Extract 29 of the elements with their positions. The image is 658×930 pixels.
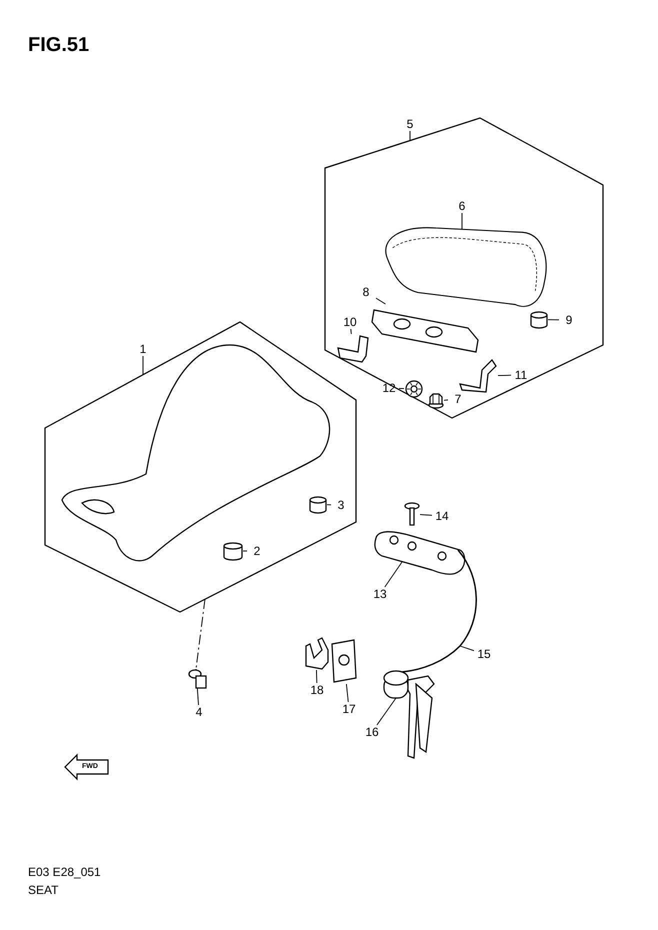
callout-number: 17 <box>339 702 359 716</box>
leader-line <box>316 670 318 684</box>
leader-line <box>460 646 474 652</box>
bolt-drawing <box>188 668 208 690</box>
leader-line <box>142 356 144 376</box>
callout-number: 15 <box>474 647 494 661</box>
leader-line <box>376 698 396 726</box>
callout-number: 1 <box>133 342 153 356</box>
callout-number: 13 <box>370 587 390 601</box>
callout-number: 4 <box>189 705 209 719</box>
callout-number: 18 <box>307 683 327 697</box>
cushion-drawing <box>223 542 243 560</box>
figure-title: FIG.51 <box>28 34 90 57</box>
footer-text: SEAT <box>28 884 58 896</box>
callout-number: 2 <box>247 544 267 558</box>
center-line <box>196 598 206 670</box>
leader-line <box>384 562 402 588</box>
footer-text: E03 E28_051 <box>28 866 101 878</box>
plate-drawing <box>330 638 358 684</box>
callout-number: 3 <box>331 498 351 512</box>
leader-line <box>346 684 349 702</box>
leader-line <box>242 550 248 552</box>
callout-number: 16 <box>362 725 382 739</box>
callout-number: 14 <box>432 509 452 523</box>
seat-latch-drawing <box>372 528 467 578</box>
cushion-drawing <box>309 496 327 513</box>
leader-line <box>196 668 199 706</box>
leader-line <box>420 514 432 516</box>
screw-drawing <box>404 502 420 526</box>
